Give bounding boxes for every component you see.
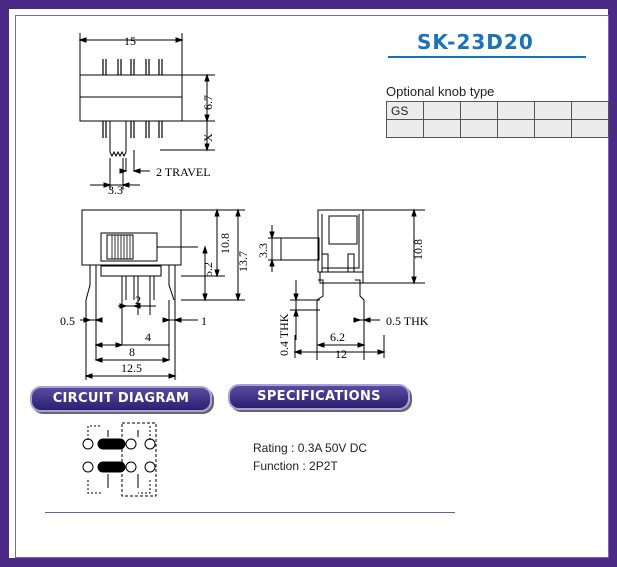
dim-height-67: 6.7 bbox=[201, 95, 215, 110]
specifications-heading: SPECIFICATIONS bbox=[228, 384, 410, 410]
side-dim-108: 10.8 bbox=[411, 239, 425, 260]
dim-52: 5.2 bbox=[201, 262, 215, 277]
knob-cell bbox=[423, 119, 461, 138]
dim-x-mark: X bbox=[201, 133, 215, 142]
knob-cell bbox=[571, 119, 609, 138]
spec-rating: Rating : 0.3A 50V DC bbox=[253, 441, 368, 455]
inner-border bbox=[15, 15, 609, 558]
circuit-diagram-heading-text: CIRCUIT DIAGRAM bbox=[52, 391, 190, 406]
title-underline bbox=[388, 56, 586, 58]
dim-2: 2 bbox=[135, 293, 141, 307]
knob-type-label: Optional knob type bbox=[386, 84, 495, 99]
top-view bbox=[78, 33, 215, 190]
knob-cell bbox=[534, 119, 572, 138]
dim-8: 8 bbox=[129, 345, 135, 359]
dim-travel: 2 TRAVEL bbox=[156, 165, 211, 179]
specifications-heading-text: SPECIFICATIONS bbox=[257, 389, 381, 404]
side-dim-33: 3.3 bbox=[256, 243, 270, 258]
dim-62: 6.2 bbox=[330, 330, 345, 344]
dim-thk-05: 0.5 THK bbox=[386, 314, 429, 328]
dim-top-width: 15 bbox=[124, 34, 136, 48]
dim-thk-04: 0.4 THK bbox=[277, 313, 291, 356]
dim-05: 0.5 bbox=[60, 314, 75, 328]
dim-4: 4 bbox=[145, 330, 151, 344]
knob-cell bbox=[497, 101, 535, 120]
knob-cell bbox=[460, 119, 498, 138]
dim-108: 10.8 bbox=[218, 233, 232, 254]
dim-137: 13.7 bbox=[236, 251, 250, 272]
knob-cell bbox=[460, 101, 498, 120]
circuit-diagram bbox=[82, 422, 157, 497]
front-view bbox=[80, 208, 245, 380]
spec-function: Function : 2P2T bbox=[253, 459, 338, 473]
knob-type-table: GS bbox=[386, 101, 609, 138]
knob-cell bbox=[386, 119, 424, 138]
dim-12: 12 bbox=[335, 347, 347, 361]
dim-1: 1 bbox=[201, 314, 207, 328]
side-view bbox=[268, 208, 425, 360]
dim-125: 12.5 bbox=[121, 361, 142, 375]
knob-cell bbox=[497, 119, 535, 138]
knob-cell bbox=[534, 101, 572, 120]
dim-33: 3.3 bbox=[108, 183, 123, 197]
footer-divider bbox=[45, 512, 455, 513]
knob-cell: GS bbox=[386, 101, 424, 120]
page-title: SK-23D20 bbox=[417, 30, 534, 54]
circuit-diagram-heading: CIRCUIT DIAGRAM bbox=[30, 386, 212, 412]
knob-cell bbox=[571, 101, 609, 120]
knob-cell bbox=[423, 101, 461, 120]
